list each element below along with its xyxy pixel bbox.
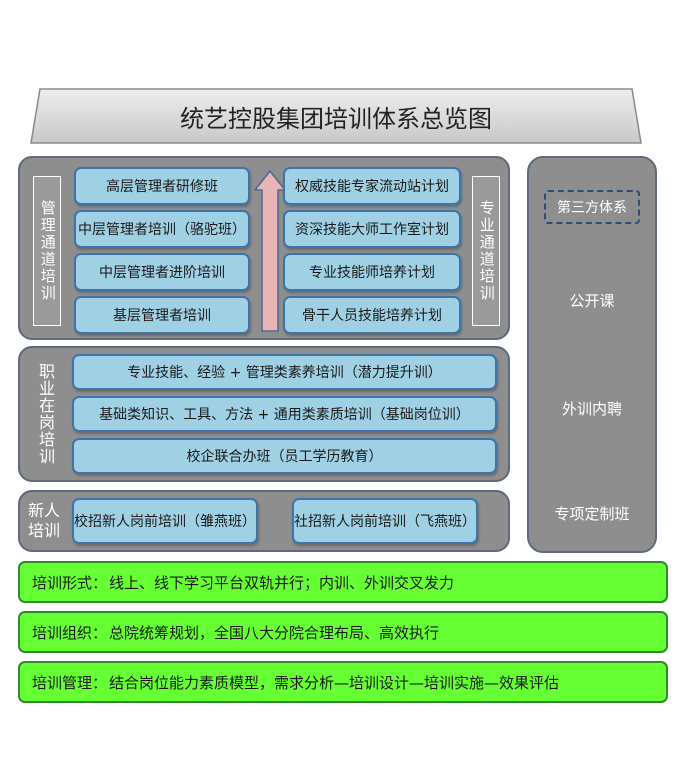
training-management-text: 结合岗位能力素质模型，需求分析—培训设计—培训实施—效果评估 (109, 673, 560, 692)
management-channel-label: 管理通道培训 (33, 176, 61, 326)
on-the-job-item-2[interactable]: 基础类知识、工具、方法 + 通用类素质培训（基础岗位训） (72, 396, 497, 432)
professional-item-4[interactable]: 骨干人员技能培养计划 (283, 296, 461, 334)
management-item-1[interactable]: 高层管理者研修班 (74, 167, 250, 205)
new-hire-label: 新人 培训 (24, 492, 64, 550)
management-item-4[interactable]: 基层管理者培训 (74, 296, 250, 334)
public-course-item[interactable]: 公开课 (569, 292, 615, 310)
new-hire-label-line-1: 新人 (27, 501, 60, 520)
professional-item-1[interactable]: 权威技能专家流动站计划 (283, 167, 461, 205)
training-format-label: 培训形式： (32, 573, 108, 592)
on-the-job-item-1[interactable]: 专业技能、经验 + 管理类素养培训（潜力提升训） (72, 354, 497, 390)
training-organization-label: 培训组织： (32, 623, 108, 642)
title-banner-shape (30, 88, 642, 144)
management-channel-label-text: 管理通道培训 (38, 200, 57, 302)
on-the-job-item-3[interactable]: 校企联合办班（员工学历教育） (72, 438, 497, 474)
training-organization-bar: 培训组织： 总院统筹规划，全国八大分院合理布局、高效执行 (18, 611, 668, 653)
training-organization-text: 总院统筹规划，全国八大分院合理布局、高效执行 (109, 623, 440, 642)
new-hire-label-line-2: 培训 (27, 521, 60, 540)
training-format-text: 线上、线下学习平台双轨并行；内训、外训交叉发力 (109, 573, 455, 592)
management-item-2[interactable]: 中层管理者培训（骆驼班） (74, 210, 250, 248)
custom-class-item[interactable]: 专项定制班 (554, 505, 630, 523)
training-management-bar: 培训管理： 结合岗位能力素质模型，需求分析—培训设计—培训实施—效果评估 (18, 661, 668, 703)
training-format-bar: 培训形式： 线上、线下学习平台双轨并行；内训、外训交叉发力 (18, 561, 668, 603)
title-banner: 统艺控股集团培训体系总览图 (30, 88, 642, 144)
page-title: 统艺控股集团培训体系总览图 (180, 104, 492, 133)
upward-arrow-icon (253, 169, 287, 332)
external-training-item[interactable]: 外训内聘 (561, 400, 622, 418)
professional-item-3[interactable]: 专业技能师培养计划 (283, 253, 461, 291)
management-item-3[interactable]: 中层管理者进阶培训 (74, 253, 250, 291)
professional-item-2[interactable]: 资深技能大师工作室计划 (283, 210, 461, 248)
professional-channel-label: 专业通道培训 (472, 176, 500, 326)
on-the-job-label: 职业在岗培训 (30, 350, 60, 478)
professional-channel-label-text: 专业通道培训 (477, 200, 496, 302)
on-the-job-label-text: 职业在岗培训 (36, 363, 55, 465)
new-hire-item-2[interactable]: 社招新人岗前培训（飞燕班） (292, 498, 478, 544)
new-hire-item-1[interactable]: 校招新人岗前培训（雏燕班） (72, 498, 258, 544)
third-party-system-label[interactable]: 第三方体系 (544, 190, 640, 224)
training-management-label: 培训管理： (32, 673, 108, 692)
